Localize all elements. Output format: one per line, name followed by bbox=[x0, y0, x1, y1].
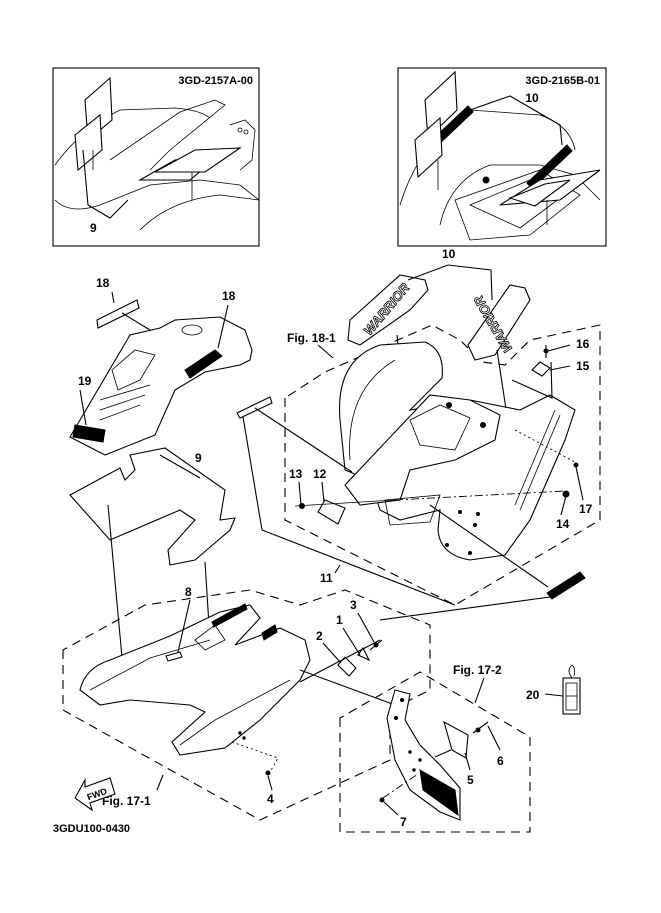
callout-9-inset: 9 bbox=[90, 221, 97, 235]
fwd-arrow-icon: FWD bbox=[74, 777, 116, 812]
inset-left-fender bbox=[54, 107, 211, 166]
diagram-code: 3GDU100-0430 bbox=[53, 823, 130, 835]
callout-7: 7 bbox=[400, 815, 407, 829]
part-17-screw bbox=[573, 462, 579, 468]
part-5-plate bbox=[443, 720, 469, 759]
part-2-grommet bbox=[337, 656, 357, 677]
callout-18-right: 18 bbox=[222, 289, 236, 303]
callout-2: 2 bbox=[316, 629, 323, 643]
tank-cover-body bbox=[69, 316, 253, 456]
callout-9: 9 bbox=[195, 451, 202, 465]
decal-10-right: WARRIOR bbox=[467, 284, 531, 361]
decal-8 bbox=[165, 651, 183, 662]
skid-plate-group: Fig. 17-2 6 5 7 bbox=[339, 663, 531, 833]
front-fender-vent bbox=[211, 603, 248, 628]
callout-14: 14 bbox=[556, 517, 570, 531]
rear-fender-group: Fig. 18-1 WARRIOR WARRIOR 10 11 bbox=[236, 247, 601, 621]
callout-3: 3 bbox=[350, 598, 357, 612]
callout-15: 15 bbox=[576, 359, 590, 373]
inset-right-bolt bbox=[482, 176, 490, 184]
decal-9 bbox=[69, 447, 236, 566]
callout-19: 19 bbox=[78, 374, 92, 388]
fig-17-1-boundary bbox=[62, 589, 431, 821]
callout-6: 6 bbox=[497, 754, 504, 768]
part-3-screw bbox=[373, 642, 379, 648]
part-16-screw bbox=[543, 348, 549, 354]
fig-17-2-boundary bbox=[339, 671, 531, 833]
stripe-decal-rear bbox=[546, 571, 586, 600]
decal-10-left: WARRIOR bbox=[347, 274, 429, 346]
callout-1: 1 bbox=[336, 613, 343, 627]
callout-17: 17 bbox=[579, 502, 593, 516]
part-1-reflector bbox=[357, 646, 371, 662]
inset-left: 3GD-2157A-00 9 bbox=[52, 67, 260, 247]
part-7-rivet bbox=[379, 797, 385, 803]
front-tank-cover: 18 19 18 bbox=[69, 276, 253, 456]
part-6-screw bbox=[475, 727, 481, 733]
fig-18-1-label: Fig. 18-1 bbox=[287, 331, 336, 345]
front-fender-group: Fig. 17-1 8 4 2 1 3 FWD bbox=[53, 585, 431, 835]
inset-right: 3GD-2165B-01 10 bbox=[397, 67, 607, 247]
callout-16: 16 bbox=[576, 337, 590, 351]
part-20-label: 20 bbox=[526, 664, 581, 715]
inset-left-frame bbox=[52, 67, 260, 247]
fig-17-1-label: Fig. 17-1 bbox=[102, 794, 151, 808]
decal-18-loose bbox=[96, 299, 140, 329]
callout-5: 5 bbox=[467, 773, 474, 787]
callout-18-left: 18 bbox=[96, 276, 110, 290]
callout-8: 8 bbox=[185, 585, 192, 599]
front-fender-body bbox=[79, 604, 311, 756]
storage-box bbox=[344, 394, 501, 506]
callout-10: 10 bbox=[442, 247, 456, 261]
callout-11: 11 bbox=[320, 571, 333, 585]
inset-left-code: 3GD-2157A-00 bbox=[178, 75, 253, 87]
callout-10-inset: 10 bbox=[525, 91, 539, 105]
inset-right-frame bbox=[397, 67, 607, 247]
callout-13: 13 bbox=[289, 467, 303, 481]
part-15-plate bbox=[531, 361, 551, 377]
fig-18-1-boundary bbox=[284, 324, 601, 606]
fig-17-2-label: Fig. 17-2 bbox=[453, 663, 502, 677]
skid-plate-grille bbox=[419, 769, 459, 817]
decal-19 bbox=[72, 424, 106, 443]
callout-12: 12 bbox=[313, 467, 327, 481]
inset-right-code: 3GD-2165B-01 bbox=[525, 75, 600, 87]
part-4-rivet bbox=[265, 770, 271, 776]
decal-18-rear bbox=[236, 396, 273, 419]
decal-18-applied bbox=[184, 349, 223, 379]
callout-20: 20 bbox=[526, 688, 540, 702]
callout-4: 4 bbox=[267, 792, 274, 806]
